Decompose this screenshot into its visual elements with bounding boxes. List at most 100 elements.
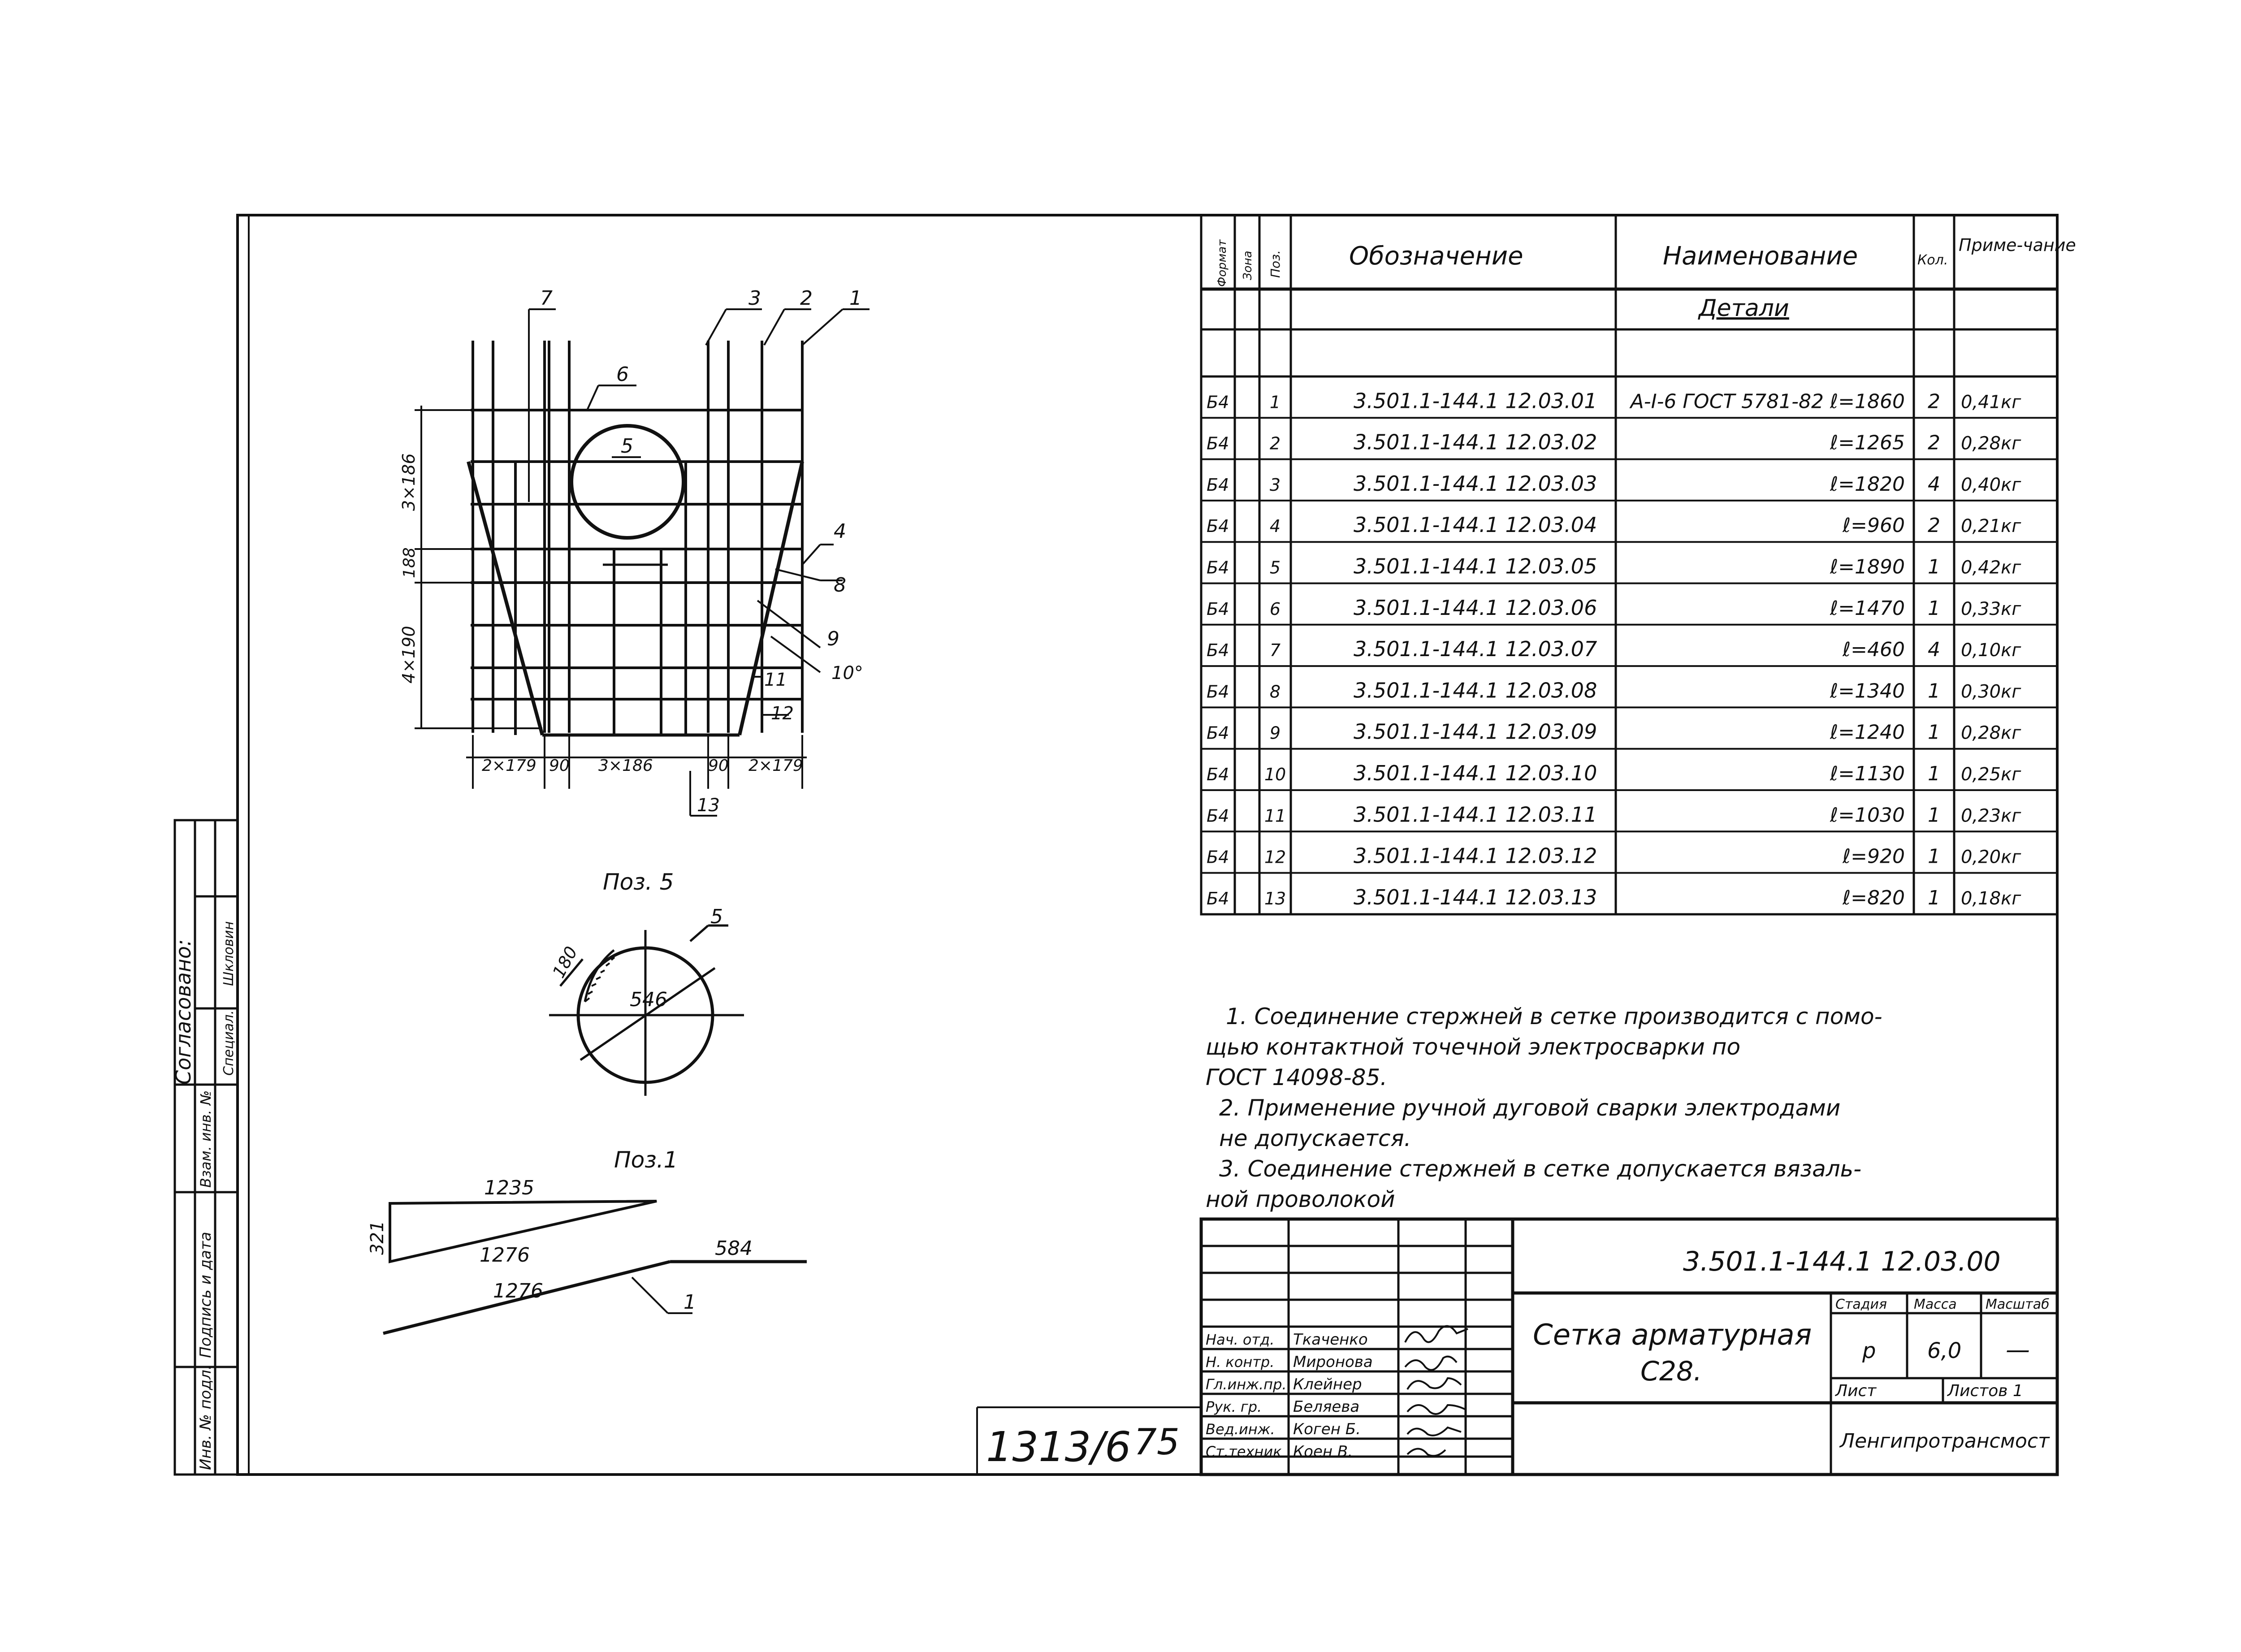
dim-bot-3: 3×186 [598, 757, 653, 775]
note-line: щью контактной точечной электросварки по [1206, 1034, 1740, 1060]
general-notes: 1. Соединение стержней в сетке производи… [1206, 1003, 1882, 1212]
dim-bot-5: 2×179 [748, 757, 803, 775]
label-3: 3 [748, 287, 761, 310]
detail1-title: Поз.1 [614, 1147, 678, 1173]
note-line: ГОСТ 14098-85. [1206, 1064, 1387, 1090]
detail1-side: 321 [367, 1221, 388, 1255]
row-format: Б4 [1207, 392, 1229, 412]
detail5-arc: 180 [549, 943, 581, 982]
hdr-designation: Обозначение [1349, 242, 1523, 271]
tb-mass: 6,0 [1927, 1338, 1961, 1363]
hdr-note: Приме-чание [1959, 235, 2076, 255]
row-pos: 7 [1270, 640, 1281, 660]
title-block-grid [1199, 1217, 2059, 1476]
row-name: ℓ=1340 [1830, 679, 1905, 702]
detail1-hyp: 1276 [480, 1244, 530, 1267]
row-pos: 13 [1264, 889, 1286, 908]
row-note: 0,33кг [1961, 599, 2021, 619]
page-number: 75 [1134, 1421, 1180, 1463]
row-designation: 3.501.1-144.1 12.03.07 [1354, 637, 1597, 661]
row-note: 0,28кг [1961, 433, 2021, 454]
hdr-name: Наименование [1663, 242, 1858, 271]
hdr-pos: Поз. [1268, 250, 1283, 278]
mesh-drawing [467, 341, 804, 737]
row-qty: 4 [1928, 638, 1940, 661]
row-pos: 5 [1270, 558, 1281, 578]
staff-name: Клейнер [1293, 1375, 1362, 1393]
row-format: Б4 [1207, 434, 1229, 454]
label-6: 6 [616, 363, 629, 386]
label-9: 9 [827, 627, 839, 650]
tb-stage-label: Стадия [1835, 1297, 1887, 1312]
row-name: ℓ=460 [1842, 638, 1905, 661]
tb-scale: — [2006, 1336, 2030, 1364]
row-qty: 1 [1928, 679, 1940, 702]
staff-role: Н. контр. [1206, 1354, 1274, 1371]
row-designation: 3.501.1-144.1 12.03.12 [1354, 844, 1597, 868]
row-qty: 2 [1928, 432, 1940, 454]
row-format: Б4 [1207, 889, 1229, 908]
row-format: Б4 [1207, 848, 1229, 867]
row-format: Б4 [1207, 723, 1229, 743]
row-name: A-I-6 ГОСТ 5781-82 ℓ=1860 [1629, 390, 1905, 413]
detail1-top: 1235 [484, 1176, 534, 1199]
side-col1-b: Шкловин [221, 921, 237, 986]
note-line: 3. Соединение стержней в сетке допускает… [1219, 1156, 1861, 1182]
row-qty: 1 [1928, 597, 1940, 620]
detail1-straight: 584 [715, 1237, 753, 1260]
label-2: 2 [800, 287, 813, 310]
row-note: 0,18кг [1961, 888, 2021, 909]
dim-bot-4: 90 [708, 757, 729, 775]
row-name: ℓ=1030 [1830, 804, 1905, 826]
row-pos: 3 [1270, 475, 1281, 495]
tb-doc-number: 3.501.1-144.1 12.03.00 [1683, 1246, 2001, 1277]
row-designation: 3.501.1-144.1 12.03.09 [1354, 720, 1597, 744]
row-note: 0,30кг [1961, 681, 2021, 702]
detail1-label: 1 [684, 1291, 696, 1314]
side-stamp [173, 819, 239, 1476]
row-name: ℓ=1470 [1830, 597, 1905, 620]
tb-title-line1: Сетка арматурная [1533, 1319, 1812, 1352]
row-name: ℓ=1130 [1830, 762, 1905, 785]
side-inv-orig: Инв. № подл. [197, 1365, 215, 1470]
row-pos: 10 [1264, 765, 1286, 784]
staff-name: Коген Б. [1293, 1420, 1361, 1438]
mesh-leaders [415, 308, 870, 817]
row-designation: 3.501.1-144.1 12.03.02 [1354, 430, 1597, 454]
spec-row-lines [1201, 417, 2057, 915]
row-designation: 3.501.1-144.1 12.03.05 [1354, 554, 1597, 579]
row-qty: 2 [1928, 514, 1940, 537]
row-note: 0,21кг [1961, 516, 2021, 536]
row-name: ℓ=1265 [1830, 432, 1905, 454]
row-format: Б4 [1207, 599, 1229, 619]
detail5-title: Поз. 5 [603, 869, 674, 895]
staff-role: Рук. гр. [1206, 1398, 1262, 1415]
row-format: Б4 [1207, 558, 1229, 578]
row-designation: 3.501.1-144.1 12.03.03 [1354, 471, 1597, 496]
tb-title-line2: С28. [1640, 1356, 1702, 1387]
row-name: ℓ=1890 [1830, 556, 1905, 579]
hdr-zone: Зона [1241, 251, 1255, 280]
label-4: 4 [834, 520, 846, 543]
label-1: 1 [849, 287, 862, 310]
tb-sheet-label: Лист [1834, 1382, 1877, 1400]
row-designation: 3.501.1-144.1 12.03.10 [1354, 761, 1597, 785]
side-col1-a: Специал. [221, 1010, 237, 1076]
row-qty: 1 [1928, 887, 1940, 909]
row-name: ℓ=920 [1842, 845, 1905, 868]
row-qty: 1 [1928, 845, 1940, 868]
row-format: Б4 [1207, 806, 1229, 826]
staff-name: Миронова [1293, 1353, 1373, 1371]
dim-bot-1: 2×179 [482, 757, 536, 775]
row-note: 0,23кг [1961, 805, 2021, 826]
dim-left-top: 3×186 [399, 453, 419, 511]
side-sign-date: Подпись и дата [197, 1232, 215, 1358]
row-name: ℓ=1240 [1830, 721, 1905, 744]
note-line: ной проволокой [1206, 1186, 1395, 1212]
row-format: Б4 [1207, 640, 1229, 660]
row-note: 0,10кг [1961, 640, 2021, 661]
note-line: 2. Применение ручной дуговой сварки элек… [1219, 1095, 1840, 1121]
tb-scale-label: Масштаб [1986, 1297, 2050, 1312]
note-line: не допускается. [1219, 1125, 1411, 1151]
